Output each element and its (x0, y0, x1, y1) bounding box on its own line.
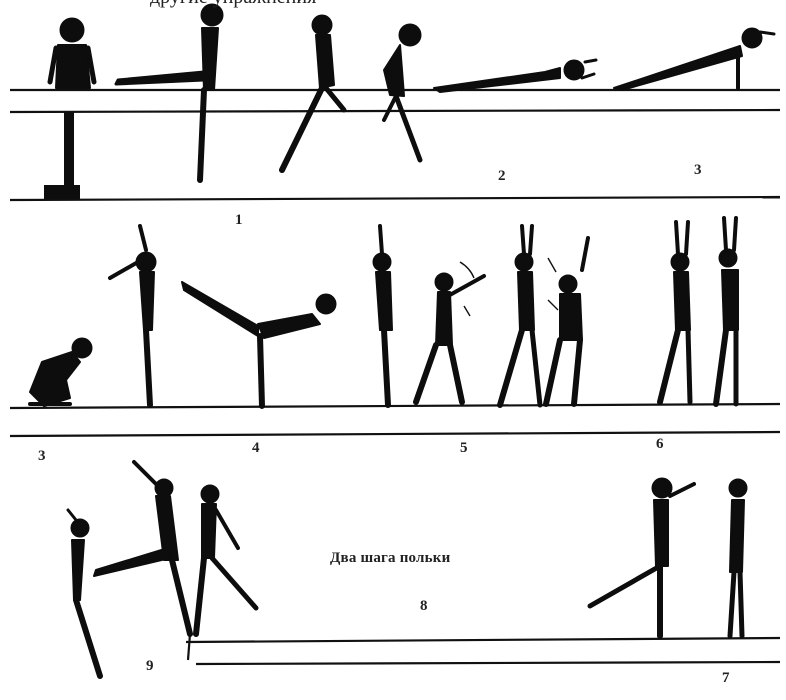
label-9: 9 (146, 658, 154, 675)
label-3-top: 3 (694, 162, 702, 179)
figure-6b-standing (716, 218, 738, 404)
label-3-left: 3 (38, 448, 46, 465)
figure-5a-standing (374, 226, 392, 405)
figure-6a-standing (660, 222, 690, 402)
beam-bottom-line (10, 110, 780, 112)
floor-line-row2-bottom (10, 432, 780, 436)
floor-line-row2-top (10, 404, 780, 408)
label-4: 4 (252, 440, 260, 457)
floor-line-row3-top (186, 638, 780, 642)
beam-support (44, 112, 80, 199)
figure-7-step (590, 479, 694, 636)
label-7: 7 (722, 670, 730, 687)
label-2: 2 (498, 168, 506, 185)
header-fragment-text: другие упражнения (150, 0, 316, 9)
figure-4a-standing (110, 226, 155, 405)
floor-line-row1 (10, 197, 780, 200)
figure-3-plank (614, 29, 774, 90)
figure-5b-arm-swing (416, 262, 484, 402)
figure-9-landing (196, 486, 256, 634)
figure-1c-split (282, 16, 344, 170)
figure-5c-step (500, 226, 540, 405)
figure-4b-arabesque (182, 282, 335, 406)
figure-7-standing (730, 480, 746, 636)
floor-line-row3-bottom (196, 662, 780, 664)
label-1: 1 (235, 212, 243, 229)
figure-1b-leg-extended (116, 5, 222, 180)
figure-3-crouch (30, 339, 91, 406)
label-5: 5 (460, 440, 468, 457)
label-6: 6 (656, 436, 664, 453)
figure-2-prone (434, 60, 596, 92)
label-8: 8 (420, 598, 428, 615)
figure-1a-standing (50, 19, 94, 88)
figure-9-back-arch (68, 510, 100, 676)
caption-polka: Два шага польки (330, 550, 450, 567)
floor-line-row3-edge (188, 634, 190, 660)
figure-5d-crouch-swing (546, 238, 588, 404)
figure-1d-bending (384, 25, 420, 160)
figure-9-leap (94, 462, 190, 634)
